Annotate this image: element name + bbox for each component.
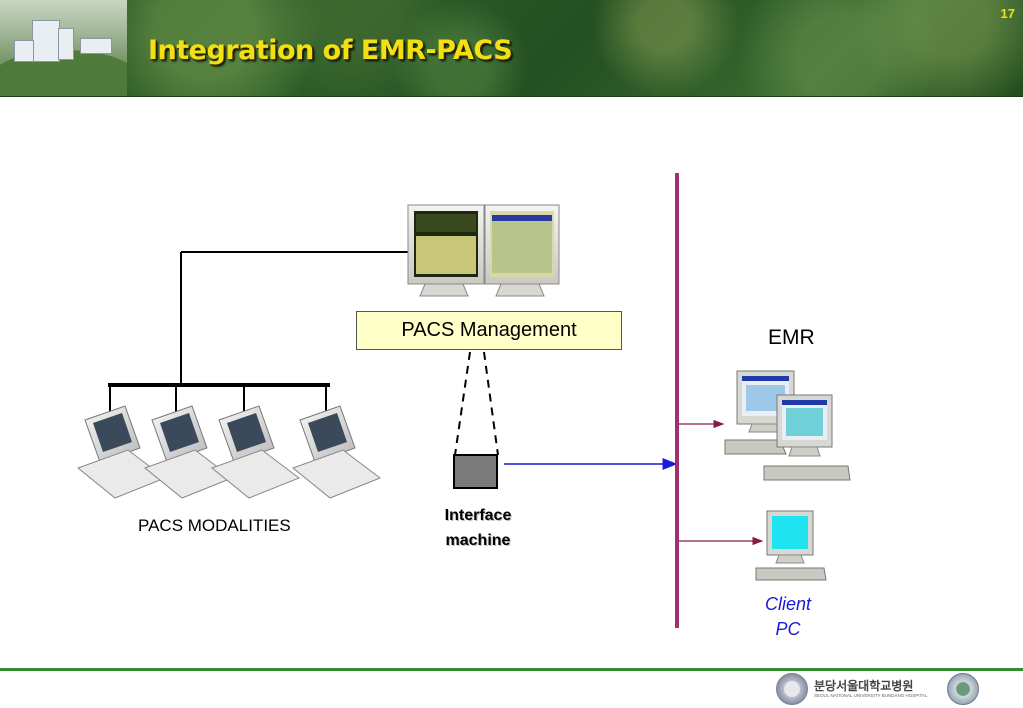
interface-machine-label: Interface machine — [420, 503, 536, 553]
pacs-workstation-icon — [407, 204, 560, 297]
emr-computers-icon — [724, 370, 851, 481]
client-label-line2: PC — [775, 619, 801, 639]
interface-label-line1: Interface — [444, 507, 512, 524]
pacs-management-box: PACS Management — [356, 311, 622, 350]
university-seal-icon — [776, 673, 808, 705]
modality-console-3 — [210, 405, 301, 499]
modality-console-2 — [143, 405, 234, 499]
hospital-name-english: SEOUL NATIONAL UNIVERSITY BUNDANG HOSPIT… — [814, 692, 928, 698]
slide-title: Integration of EMR-PACS — [148, 35, 513, 66]
client-label-line1: Client — [764, 594, 812, 614]
interface-machine-icon — [453, 454, 498, 489]
hospital-name: 분당서울대학교병원 SEOUL NATIONAL UNIVERSITY BUND… — [814, 680, 927, 699]
hospital-name-korean: 분당서울대학교병원 — [814, 678, 914, 693]
pacs-management-label: PACS Management — [401, 319, 577, 341]
pacs-modalities-label: PACS MODALITIES — [138, 516, 291, 535]
interface-label-line2: machine — [445, 532, 511, 549]
hospital-photo — [0, 0, 127, 96]
client-pc-label: Client PC — [755, 592, 821, 642]
hospital-emblem-icon — [947, 673, 980, 705]
client-pc-icon — [755, 510, 827, 581]
footer-divider — [0, 668, 1023, 671]
interface-dashed-link — [454, 351, 499, 456]
page-number: 17 — [1000, 6, 1015, 21]
hospital-logo: 분당서울대학교병원 SEOUL NATIONAL UNIVERSITY BUND… — [776, 673, 980, 705]
modality-console-1 — [76, 405, 167, 499]
modality-console-4 — [291, 405, 382, 499]
header-banner: Integration of EMR-PACS 17 — [0, 0, 1023, 97]
emr-label: EMR — [768, 326, 815, 349]
modality-bus — [108, 251, 410, 412]
